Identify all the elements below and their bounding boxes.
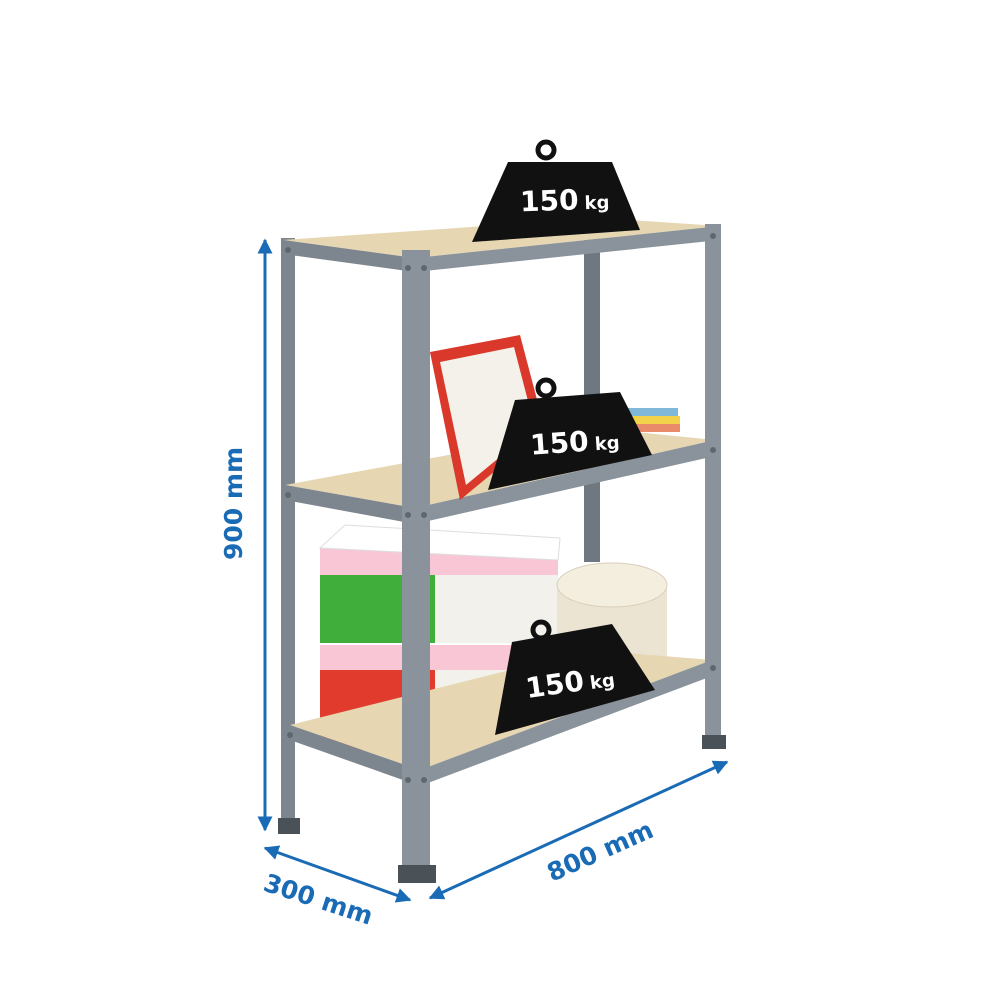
books: [620, 408, 680, 432]
depth-arrow: [263, 845, 412, 903]
weight-value: 150: [529, 425, 590, 462]
depth-label: 300 mm: [260, 868, 376, 930]
picture-frame: [430, 335, 545, 500]
front-right-post: [705, 224, 721, 739]
back-left-post: [281, 238, 295, 830]
front-right-foot: [702, 735, 726, 749]
back-right-post: [584, 222, 600, 562]
weight-unit: kg: [584, 192, 610, 214]
weight-unit: kg: [589, 670, 617, 694]
height-label: 900 mm: [219, 447, 248, 560]
weight-unit: kg: [594, 433, 620, 456]
weight-value: 150: [523, 664, 585, 705]
weight-value: 150: [519, 183, 579, 218]
back-left-foot: [278, 818, 300, 834]
width-label: 800 mm: [543, 815, 658, 887]
front-left-post: [402, 250, 430, 872]
width-arrow: [428, 760, 729, 900]
front-left-foot: [398, 865, 436, 883]
bolts: [285, 233, 716, 783]
